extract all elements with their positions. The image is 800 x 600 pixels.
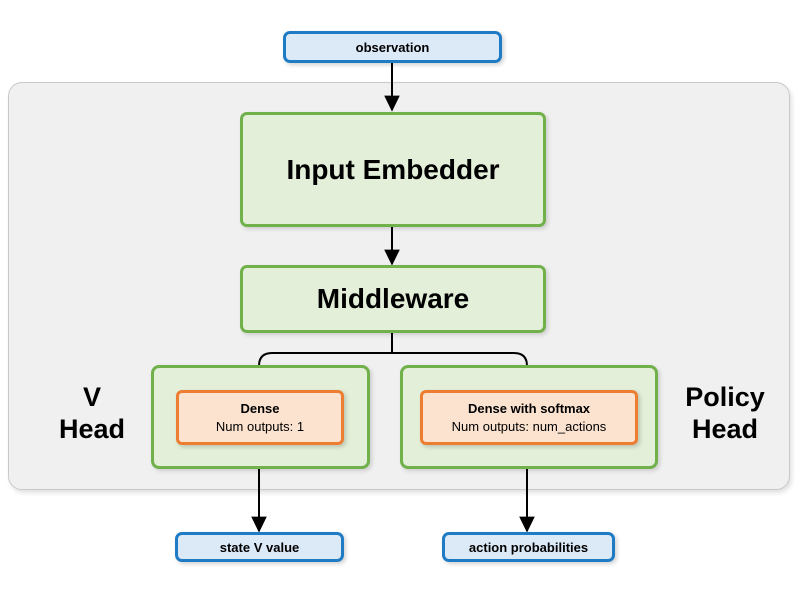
node-policy-head-dense[interactable]: Dense with softmax Num outputs: num_acti… — [420, 390, 638, 445]
node-policy-head-dense-title: Dense with softmax — [467, 400, 591, 416]
node-middleware[interactable]: Middleware — [240, 265, 546, 333]
node-v-head-dense-subtitle: Num outputs: 1 — [215, 418, 305, 434]
node-v-head-dense-title: Dense — [240, 400, 280, 416]
label-policy-head-line-1: Policy — [685, 382, 765, 412]
node-input-embedder[interactable]: Input Embedder — [240, 112, 546, 227]
label-policy-head: Policy Head — [662, 382, 788, 446]
node-observation[interactable]: observation — [283, 31, 502, 63]
label-policy-head-line-2: Head — [691, 413, 759, 444]
node-action-probabilities-label: action probabilities — [468, 539, 589, 555]
label-v-head-line-1: V — [82, 382, 101, 412]
node-v-head-dense[interactable]: Dense Num outputs: 1 — [176, 390, 344, 445]
node-input-embedder-label: Input Embedder — [286, 153, 500, 185]
label-v-head: V Head — [34, 382, 150, 446]
node-policy-head-dense-subtitle: Num outputs: num_actions — [451, 418, 607, 434]
node-state-v-value-label: state V value — [219, 539, 300, 555]
node-action-probabilities[interactable]: action probabilities — [442, 532, 615, 562]
node-middleware-label: Middleware — [316, 283, 470, 314]
node-observation-label: observation — [355, 39, 430, 55]
node-state-v-value[interactable]: state V value — [175, 532, 344, 562]
label-v-head-line-2: Head — [58, 413, 126, 444]
